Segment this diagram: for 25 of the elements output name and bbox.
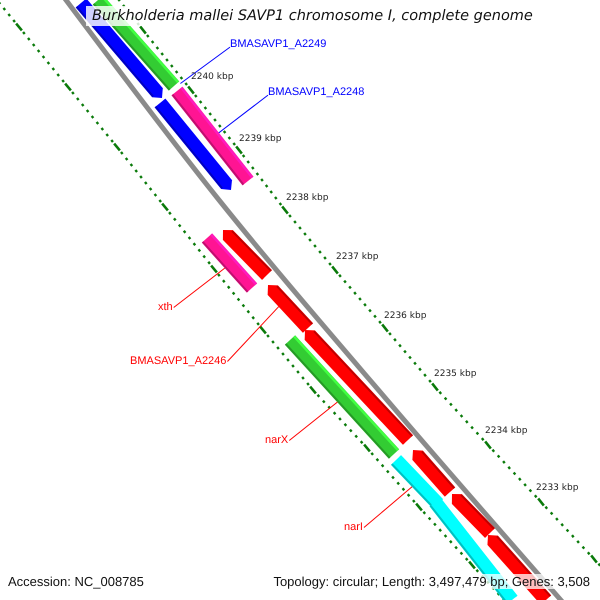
gene-label: BMASAVP1_A2248 [268, 86, 364, 99]
leader-line [180, 46, 230, 84]
leader-line [363, 486, 413, 528]
scale-label: 2234 kbp [485, 426, 528, 437]
gene-label: BMASAVP1_A2246 [130, 355, 226, 368]
gene-block [202, 233, 258, 293]
pointed-gene-block [304, 330, 414, 445]
scale-label: 2236 kbp [384, 311, 426, 322]
map-info-text: Accession: NC_008785 [6, 574, 146, 589]
leader-line [218, 94, 268, 134]
scale-label: 2237 kbp [336, 252, 378, 263]
map-info-text: Topology: circular; Length: 3,497,479 bp; Genes: 3,508 [271, 574, 592, 589]
leader-line [226, 306, 280, 362]
scale-label: 2239 kbp [239, 134, 282, 145]
gene-label: narI [344, 521, 363, 534]
scale-label: 2238 kbp [286, 193, 328, 204]
scale-label: 2240 kbp [191, 72, 234, 83]
leader-line [288, 402, 338, 441]
leader-line [173, 268, 226, 308]
scale-label: 2233 kbp [536, 483, 578, 494]
scale-label: 2235 kbp [434, 369, 476, 380]
gene-label: BMASAVP1_A2249 [230, 38, 326, 51]
gene-label: xth [158, 301, 173, 314]
pointed-gene-block [268, 285, 314, 333]
gene-label: narX [265, 434, 288, 447]
